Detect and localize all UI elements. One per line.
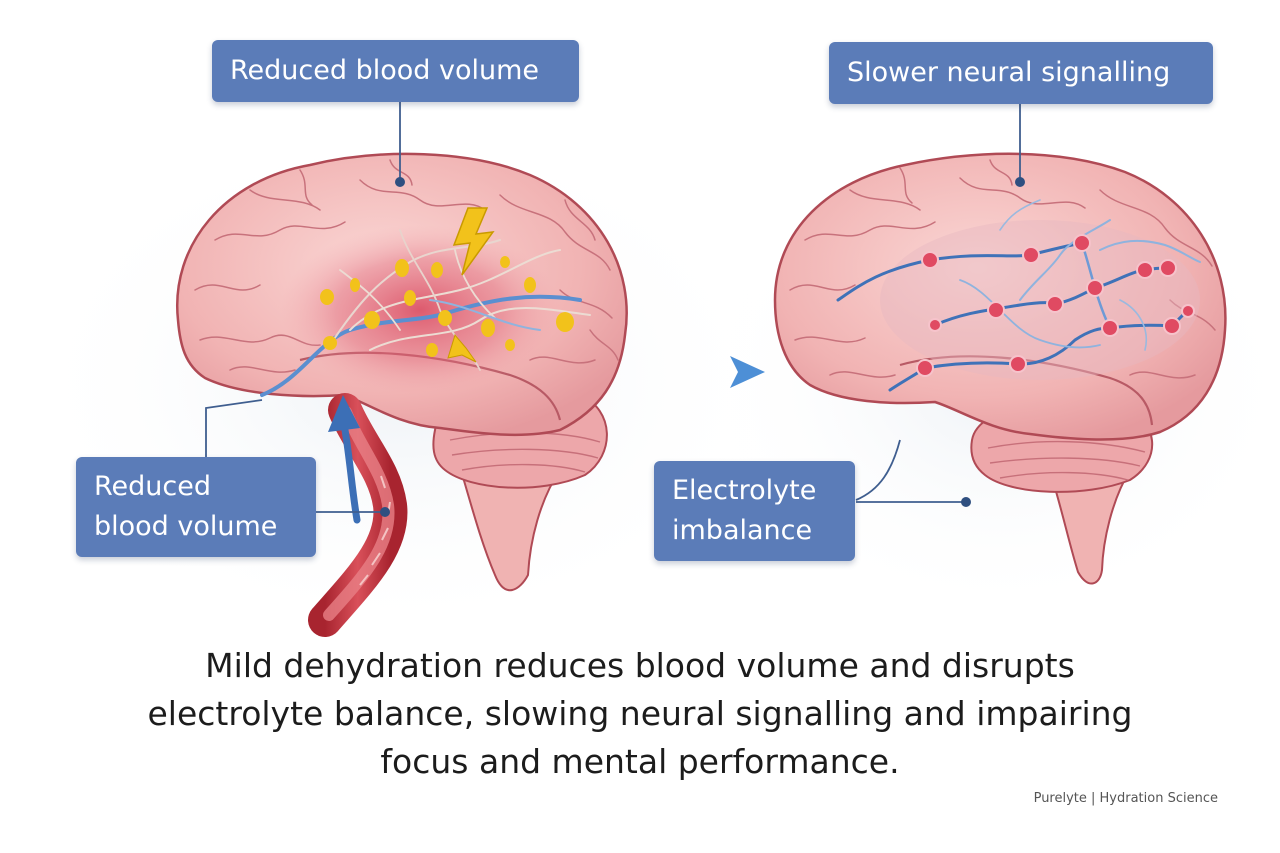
spark-dot <box>556 312 574 332</box>
synapse-node <box>916 359 934 377</box>
synapse-node <box>1022 246 1040 264</box>
arrow-right-icon <box>642 356 765 388</box>
left-brain <box>175 152 628 637</box>
synapse-node <box>1086 279 1104 297</box>
callout-electrolyte-imbalance: Electrolyte imbalance <box>654 461 855 561</box>
spark-dot <box>500 256 510 268</box>
spark-dot <box>438 310 452 326</box>
synapse-node <box>1073 234 1091 252</box>
spark-dot <box>364 311 380 329</box>
left-connectors <box>205 102 401 513</box>
spark-dot <box>350 278 360 292</box>
right-cerebellum-folds <box>987 440 1146 481</box>
left-connector-dots <box>380 177 405 517</box>
callout-text: Slower neural signalling <box>847 57 1171 88</box>
spark-dot <box>481 319 495 337</box>
callout-reduced-blood-volume-bottom: Reduced blood volume <box>76 457 316 557</box>
synapse-node <box>928 318 942 332</box>
right-temporal-fold <box>899 355 1154 426</box>
synapse-node <box>987 301 1005 319</box>
caption-line-3: focus and mental performance. <box>380 742 900 781</box>
right-dim-zone <box>880 220 1200 380</box>
connector-dot <box>380 507 390 517</box>
synapse-node <box>1136 261 1154 279</box>
caption-line-2: electrolyte balance, slowing neural sign… <box>147 694 1133 733</box>
right-connector-dots <box>961 177 1025 507</box>
spark-dot <box>524 277 536 293</box>
left-nerve-fibers <box>260 229 591 397</box>
spark-dot <box>320 289 334 305</box>
brand-credit: Purelyte | Hydration Science <box>1033 791 1218 806</box>
synapse-node <box>1046 295 1064 313</box>
right-connectors <box>855 104 1021 503</box>
left-brain-gyri <box>194 159 619 373</box>
right-brain <box>773 152 1227 585</box>
synapse-node <box>1101 319 1119 337</box>
spark-dot <box>323 336 337 350</box>
blood-vessel <box>308 393 408 637</box>
caption: Mild dehydration reduces blood volume an… <box>60 642 1220 786</box>
spark-dot <box>426 343 438 357</box>
connector-dot <box>395 177 405 187</box>
arrow-up-icon <box>328 395 361 524</box>
callout-text-line-1: Electrolyte <box>672 475 817 506</box>
callout-slower-neural-signalling: Slower neural signalling <box>829 42 1213 104</box>
synapse-node <box>1009 355 1027 373</box>
spark-dot <box>505 339 515 351</box>
connector-dot <box>961 497 971 507</box>
synapse-node <box>1159 259 1177 277</box>
lightning-icon <box>452 207 495 276</box>
spark-dot <box>395 259 409 277</box>
left-stress-zone <box>280 225 560 395</box>
callout-text: Reduced blood volume <box>230 55 540 86</box>
synapse-node <box>1163 317 1181 335</box>
lightning-icon <box>447 333 477 363</box>
callout-text-line-2: blood volume <box>94 511 278 542</box>
connector-dot <box>1015 177 1025 187</box>
spark-dot <box>404 290 416 306</box>
synapse-node <box>921 251 939 269</box>
callout-text-line-1: Reduced <box>94 471 212 502</box>
caption-line-1: Mild dehydration reduces blood volume an… <box>205 646 1075 685</box>
left-spark-dots <box>320 256 574 357</box>
callout-reduced-blood-volume-top: Reduced blood volume <box>212 40 579 102</box>
synapse-node <box>1181 304 1195 318</box>
spark-dot <box>431 262 443 278</box>
right-synapse-nodes <box>916 234 1195 377</box>
callout-text-line-2: imbalance <box>672 515 813 546</box>
